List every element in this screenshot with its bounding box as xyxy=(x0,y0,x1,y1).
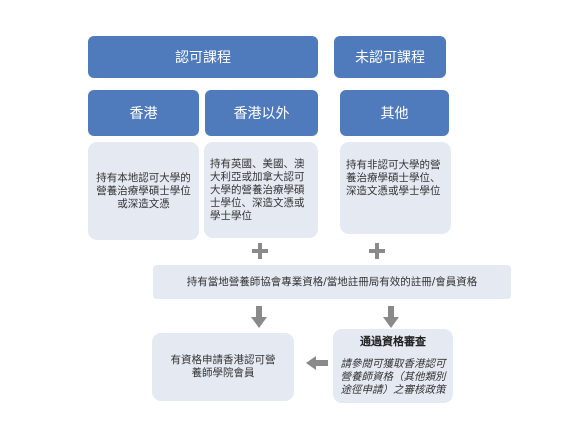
other-label: 其他 xyxy=(380,106,409,122)
accredited-courses-label: 認可課程 xyxy=(175,50,231,66)
outside-hong-kong-qualification: 持有英國、美國、澳大利亞或加拿大認可大學的營養治療學碩士學位、深造文憑或學士學位 xyxy=(204,142,318,238)
accredited-courses-header: 認可課程 xyxy=(88,36,318,78)
outside-hong-kong-category: 香港以外 xyxy=(205,90,318,136)
review-title: 通過資格審查 xyxy=(360,335,426,348)
plus-icon xyxy=(252,243,268,259)
outside-hong-kong-label: 香港以外 xyxy=(233,106,290,122)
other-qualification: 持有非認可大學的營養治療學碩士學位、深造文憑或學士學位 xyxy=(340,142,451,234)
non-accredited-courses-label: 未認可課程 xyxy=(355,50,425,66)
arrow-down-icon xyxy=(383,306,399,328)
arrow-down-icon xyxy=(251,306,267,328)
outcome-box: 有資格申請香港認可營養師學院會員 xyxy=(152,333,294,401)
outside-hong-kong-qualification-text: 持有英國、美國、澳大利亞或加拿大認可大學的營養治療學碩士學位、深造文憑或學士學位 xyxy=(210,157,305,222)
hong-kong-category: 香港 xyxy=(88,90,199,136)
hong-kong-qualification-text: 持有本地認可大學的營養治療學碩士學位或深造文憑 xyxy=(96,171,191,210)
outcome-text: 有資格申請香港認可營養師學院會員 xyxy=(170,354,276,379)
qualification-review-box: 通過資格審查 請參閱可獲取香港認可營養師資格（其他類別途徑申請）之審核政策 xyxy=(333,329,453,403)
arrow-left-icon xyxy=(306,356,328,370)
common-requirement-bar: 持有當地營養師協會專業資格/當地註冊局有效的註冊/會員資格 xyxy=(153,265,511,299)
plus-icon xyxy=(369,243,385,259)
other-qualification-text: 持有非認可大學的營養治療學碩士學位、深造文憑或學士學位 xyxy=(346,159,441,197)
common-requirement-text: 持有當地營養師協會專業資格/當地註冊局有效的註冊/會員資格 xyxy=(186,275,478,288)
hong-kong-label: 香港 xyxy=(129,106,158,122)
hong-kong-qualification: 持有本地認可大學的營養治療學碩士學位或深造文憑 xyxy=(88,142,199,240)
other-category: 其他 xyxy=(340,90,449,136)
non-accredited-courses-header: 未認可課程 xyxy=(334,36,446,78)
review-note: 請參閱可獲取香港認可營養師資格（其他類別途徑申請）之審核政策 xyxy=(340,358,446,396)
